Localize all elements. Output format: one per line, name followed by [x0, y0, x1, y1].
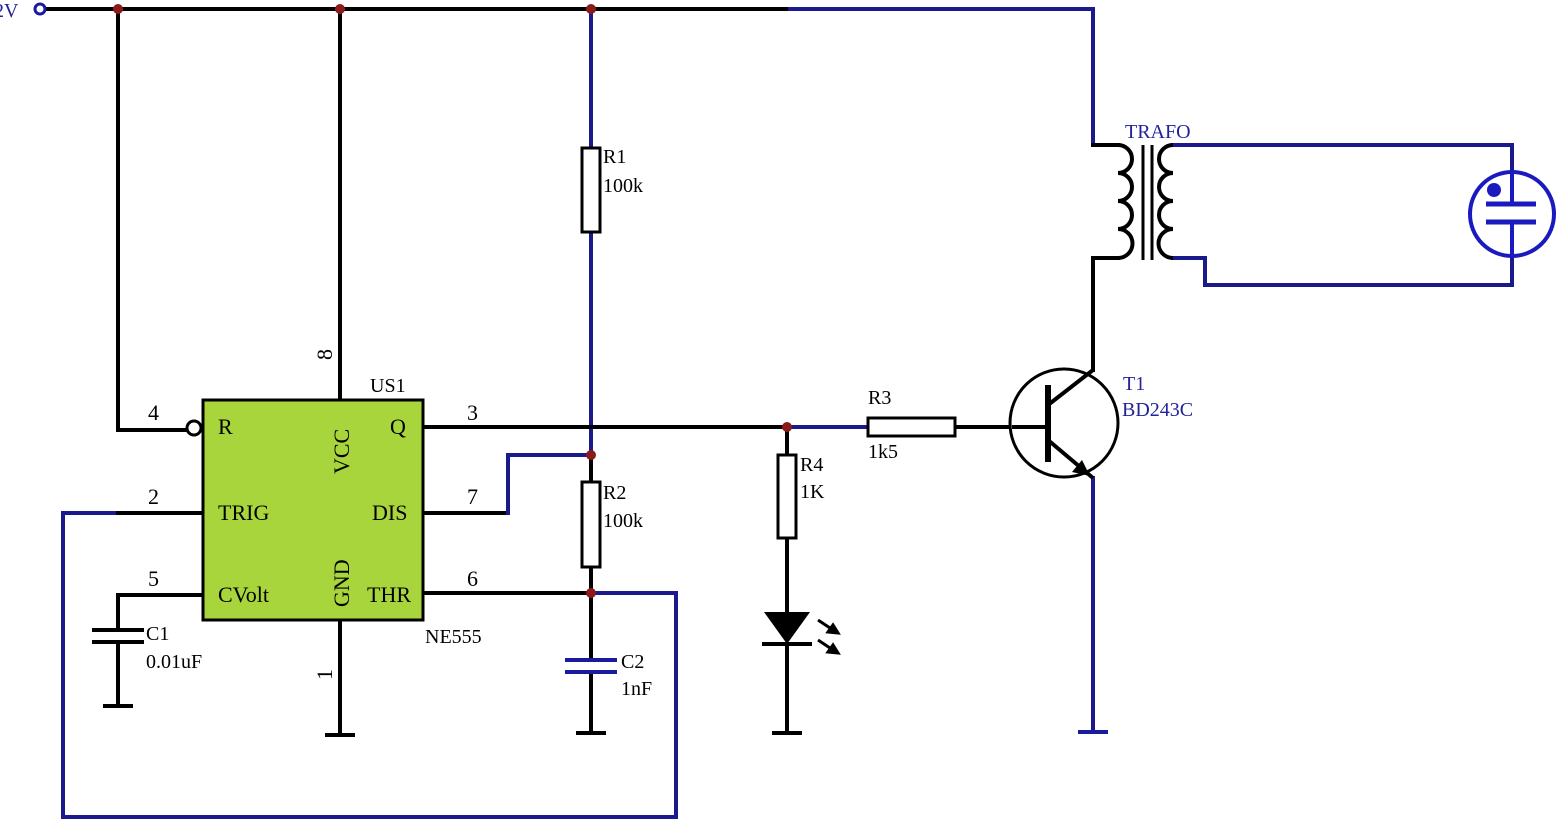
resistor-r3: R3 1k5	[866, 387, 957, 463]
pin-label-vcc: VCC	[329, 429, 354, 474]
reset-inversion-bubble	[185, 419, 203, 437]
led-triangle-icon	[764, 612, 810, 644]
pin-number-4: 4	[148, 400, 159, 425]
resistor-r4: R4 1K	[776, 453, 825, 540]
emitter-arrow-icon	[1072, 460, 1090, 476]
junction-dot	[586, 588, 596, 598]
c1-ref: C1	[146, 623, 169, 645]
pin-number-2: 2	[148, 484, 159, 509]
transistor-body	[1008, 367, 1120, 479]
r2-ref: R2	[603, 482, 626, 504]
t1-ref: T1	[1123, 373, 1145, 395]
ic-part: NE555	[425, 626, 482, 648]
ic-body	[201, 398, 425, 622]
pin-number-6: 6	[467, 566, 478, 591]
pin-label-cvolt: CVolt	[218, 582, 269, 607]
junctions	[113, 4, 792, 598]
r1-value: 100k	[603, 175, 643, 197]
primary-coil	[1117, 143, 1135, 260]
light-emission-arrows-icon	[817, 618, 841, 655]
pin-number-5: 5	[148, 566, 159, 591]
junction-dot	[782, 422, 792, 432]
c1-value: 0.01uF	[146, 651, 202, 673]
pin-label-dis: DIS	[372, 500, 407, 525]
led	[762, 612, 841, 655]
supply-terminal	[33, 2, 47, 16]
pin-label-gnd: GND	[329, 559, 354, 607]
r2-value: 100k	[603, 510, 643, 532]
ic-ne555: R TRIG CVolt Q DIS THR VCC GND US1 NE555…	[148, 349, 482, 680]
transistor-t1: T1 BD243C	[1008, 367, 1193, 480]
capacitor-c2: C2 1nF	[565, 651, 652, 700]
r1-ref: R1	[603, 146, 626, 168]
pin-label-thr: THR	[367, 582, 411, 607]
wires	[42, 7, 1514, 819]
secondary-coil	[1156, 143, 1174, 260]
junction-dot	[335, 4, 345, 14]
r4-ref: R4	[800, 454, 823, 476]
r4-value: 1K	[800, 481, 825, 503]
c2-ref: C2	[621, 651, 644, 673]
r3-value: 1k5	[868, 441, 898, 463]
pin-label-r: R	[218, 414, 233, 439]
resistor-body	[866, 416, 957, 438]
ic-ref: US1	[370, 375, 406, 397]
junction-dot	[113, 4, 123, 14]
transistor-collector	[1046, 368, 1095, 407]
r3-ref: R3	[868, 387, 891, 409]
transformer: TRAFO	[1091, 121, 1191, 260]
ground-symbols	[103, 704, 1108, 737]
resistor-r1: R1 100k	[580, 146, 643, 234]
resistor-body	[580, 480, 602, 569]
junction-dot	[586, 4, 596, 14]
capacitor-c1: C1 0.01uF	[92, 623, 202, 673]
t1-value: BD243C	[1122, 399, 1193, 421]
supply-label: 2V	[0, 0, 19, 22]
c2-value: 1nF	[621, 678, 652, 700]
resistor-body	[776, 453, 798, 540]
resistor-r2: R2 100k	[580, 480, 643, 569]
trafo-ref: TRAFO	[1125, 121, 1191, 143]
pin-number-1: 1	[312, 669, 337, 680]
pin-label-trig: TRIG	[218, 500, 269, 525]
junction-dot	[586, 450, 596, 460]
pin-number-3: 3	[467, 400, 478, 425]
resistor-body	[580, 146, 602, 234]
pin-label-q: Q	[390, 414, 406, 439]
pin-number-7: 7	[467, 484, 478, 509]
pin-number-8: 8	[312, 349, 337, 360]
discharge-lamp	[1468, 170, 1556, 258]
